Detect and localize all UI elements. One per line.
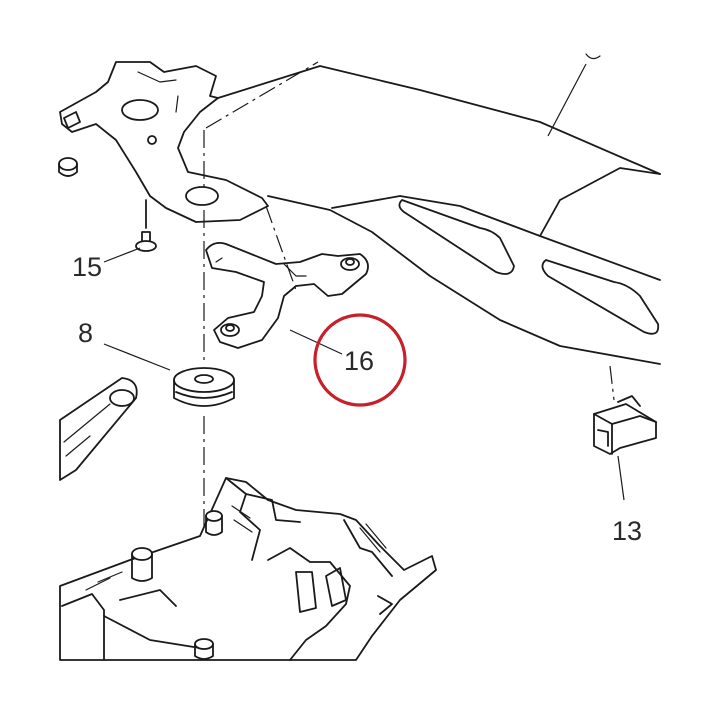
part-16-clip-bracket (205, 241, 369, 355)
callout-highlight-ring (313, 313, 407, 407)
grommet-8 (103, 343, 235, 407)
callout-label-8: 8 (78, 318, 93, 348)
callout-label-16: 16 (344, 346, 374, 376)
frame-arm (217, 53, 661, 365)
lever-arm (59, 377, 138, 481)
callout-label-13: 13 (612, 516, 642, 546)
clip-13 (593, 395, 657, 501)
screw-15 (103, 199, 157, 263)
callout-label-15: 15 (72, 252, 102, 282)
mounting-bracket (58, 61, 269, 223)
lower-housing (59, 477, 437, 661)
